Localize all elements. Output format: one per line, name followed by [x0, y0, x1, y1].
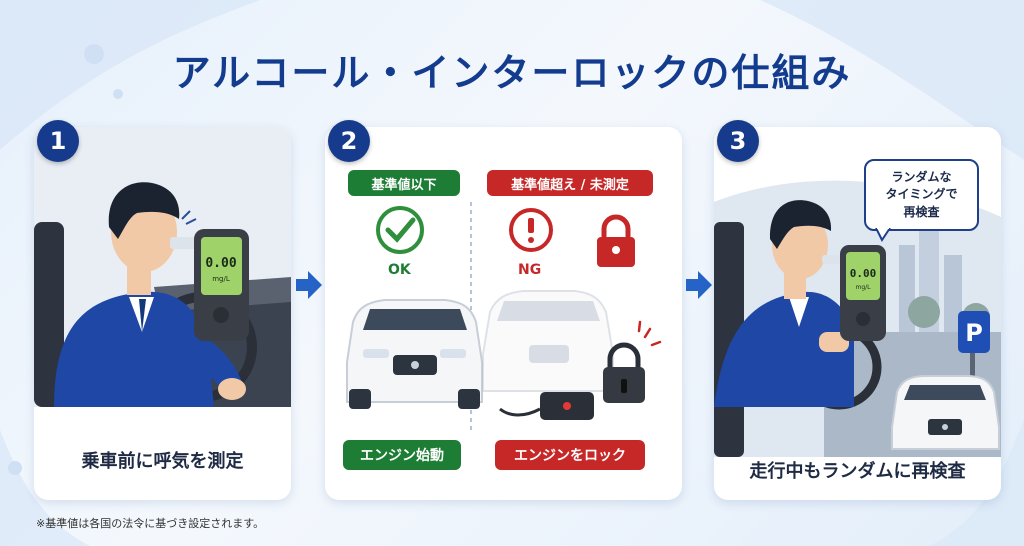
step-3-display-unit: mg/L	[855, 284, 871, 291]
lock-icon	[597, 214, 635, 267]
engine-start-pill: エンジン始動	[343, 440, 461, 470]
step-1-caption: 乗車前に呼気を測定	[81, 451, 244, 472]
step-3-badge: 3	[717, 120, 759, 162]
bubble-tail	[875, 228, 891, 242]
status-ok: OK	[388, 262, 411, 278]
step-3-card: 0.00 mg/L P ランダムな タイミングで 再検査 走行中もランダムに再検…	[714, 127, 1001, 500]
footnote: ※基準値は各国の法令に基づき設定されます。	[36, 517, 265, 530]
step-3-illustration: 0.00 mg/L P	[714, 180, 1001, 457]
car-driving	[891, 375, 1000, 450]
step-2-card: 基準値以下 基準値超え / 未測定	[325, 127, 682, 500]
step-3-caption: 走行中もランダムに再検査	[749, 461, 966, 482]
fail-label-pill: 基準値超え / 未測定	[487, 170, 653, 196]
step-1-display-value: 0.00	[205, 256, 236, 271]
speech-bubble: ランダムな タイミングで 再検査	[864, 159, 979, 231]
car-ok	[346, 299, 483, 409]
page-title: アルコール・インターロックの仕組み	[172, 51, 852, 95]
bubble-line-1: ランダムな	[891, 169, 952, 184]
step-2-badge: 2	[328, 120, 370, 162]
bubble-line-3: 再検査	[903, 204, 940, 219]
check-icon	[376, 206, 424, 254]
status-ng: NG	[518, 262, 542, 278]
arrow-right-icon	[296, 271, 322, 299]
pass-label-pill: 基準値以下	[348, 170, 460, 196]
padlock-icon	[603, 342, 645, 403]
engine-lock-pill: エンジンをロック	[495, 440, 645, 470]
step-2-illustration	[346, 202, 662, 432]
warning-icon	[509, 208, 553, 252]
step-1-illustration: 0.00 mg/L	[34, 127, 291, 407]
bubble-line-2: タイミングで	[885, 187, 958, 202]
step-1-card: 0.00 mg/L 乗車前に呼気を測定	[34, 127, 291, 500]
parking-sign-letter: P	[965, 319, 983, 347]
step-1-badge: 1	[37, 120, 79, 162]
step-3-display-value: 0.00	[850, 267, 877, 280]
arrow-right-icon	[686, 271, 712, 299]
step-1-display-unit: mg/L	[212, 275, 230, 283]
car-ng	[482, 290, 614, 392]
